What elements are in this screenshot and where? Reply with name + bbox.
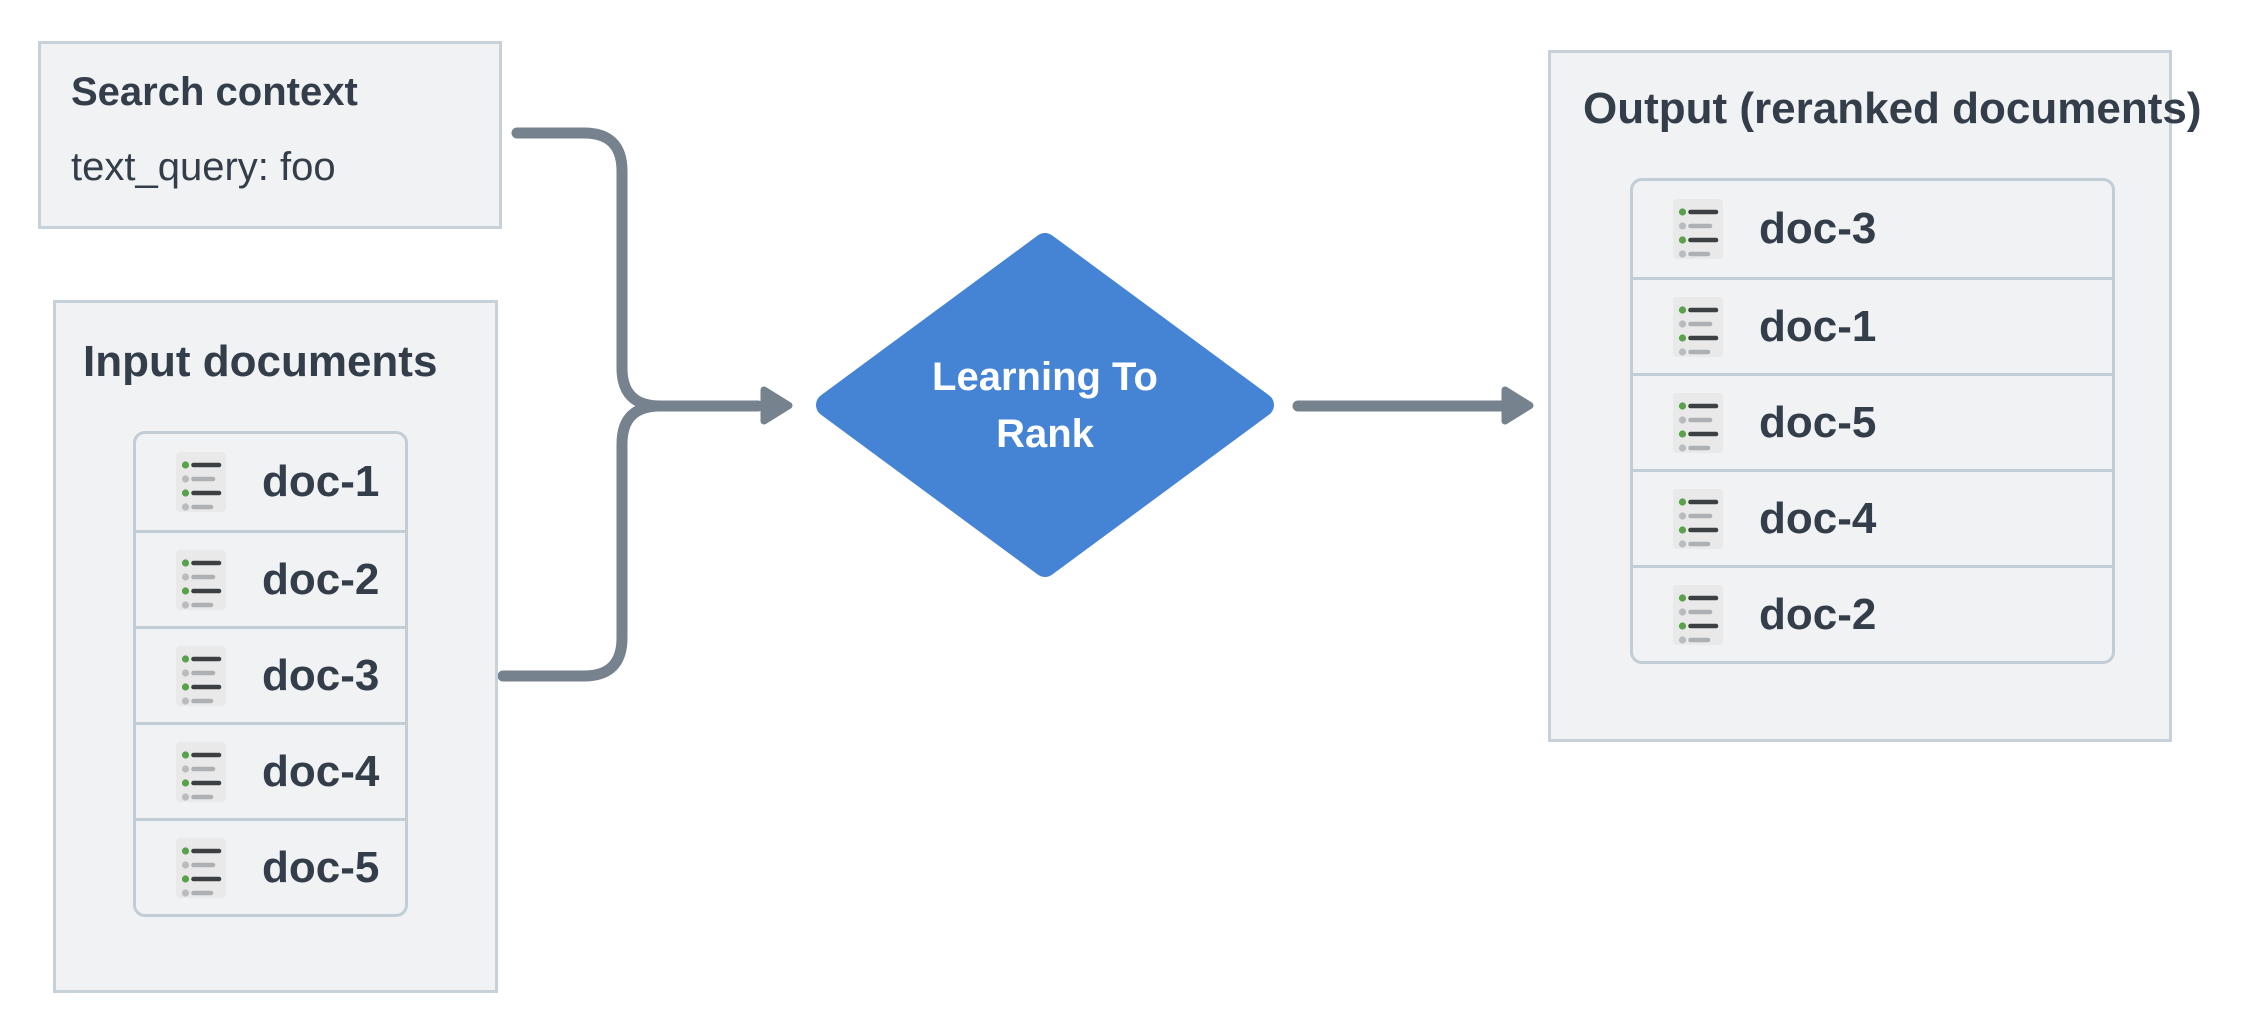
- doc-label: doc-2: [262, 554, 380, 604]
- list-item: doc-5: [136, 818, 405, 914]
- input-documents-panel: Input documents doc-1 doc-2 doc-3 doc-4 …: [53, 300, 498, 993]
- output-documents-list: doc-3 doc-1 doc-5 doc-4 doc-2: [1630, 178, 2115, 664]
- search-context-panel: Search context text_query: foo: [38, 41, 502, 229]
- output-documents-panel: Output (reranked documents) doc-3 doc-1 …: [1548, 50, 2202, 742]
- doc-list-icon: [176, 838, 226, 898]
- doc-label: doc-5: [262, 842, 380, 892]
- search-query-text: text_query: foo: [71, 145, 336, 189]
- doc-label: doc-5: [1759, 397, 1877, 447]
- doc-label: doc-1: [1759, 301, 1877, 351]
- list-item: doc-2: [136, 530, 405, 626]
- connector-input-docs-to-ltr: [497, 400, 666, 682]
- list-item: doc-1: [1633, 277, 2112, 373]
- doc-list-icon: [1673, 489, 1723, 549]
- input-documents-title: Input documents: [83, 337, 438, 386]
- ltr-node-label: Learning To Rank: [845, 349, 1245, 463]
- ltr-node-label-line1: Learning To: [932, 355, 1158, 399]
- list-item: doc-3: [1633, 181, 2112, 277]
- list-item: doc-2: [1633, 565, 2112, 661]
- ltr-node-label-line2: Rank: [996, 412, 1094, 456]
- list-item: doc-3: [136, 626, 405, 722]
- arrowhead-into-output: [1501, 386, 1534, 425]
- doc-list-icon: [176, 550, 226, 610]
- connector-search-to-ltr: [511, 127, 764, 412]
- doc-list-icon: [1673, 297, 1723, 357]
- doc-list-icon: [176, 452, 226, 512]
- list-item: doc-5: [1633, 373, 2112, 469]
- ltr-diamond-node: [816, 233, 1274, 577]
- list-item: doc-1: [136, 434, 405, 530]
- doc-label: doc-3: [1759, 204, 1877, 253]
- doc-label: doc-4: [262, 746, 380, 796]
- doc-list-icon: [176, 742, 226, 802]
- doc-label: doc-2: [1759, 589, 1877, 639]
- input-documents-list: doc-1 doc-2 doc-3 doc-4 doc-5: [133, 431, 408, 917]
- list-item: doc-4: [1633, 469, 2112, 565]
- doc-list-icon: [1673, 585, 1723, 645]
- doc-list-icon: [1673, 199, 1723, 259]
- doc-list-icon: [1673, 393, 1723, 453]
- doc-label: doc-4: [1759, 493, 1877, 543]
- doc-list-icon: [176, 646, 226, 706]
- doc-label: doc-3: [262, 650, 380, 700]
- arrowhead-into-ltr: [760, 386, 793, 425]
- list-item: doc-4: [136, 722, 405, 818]
- search-context-title: Search context: [71, 70, 358, 114]
- doc-label: doc-1: [262, 457, 380, 506]
- output-documents-title: Output (reranked documents): [1583, 84, 2202, 133]
